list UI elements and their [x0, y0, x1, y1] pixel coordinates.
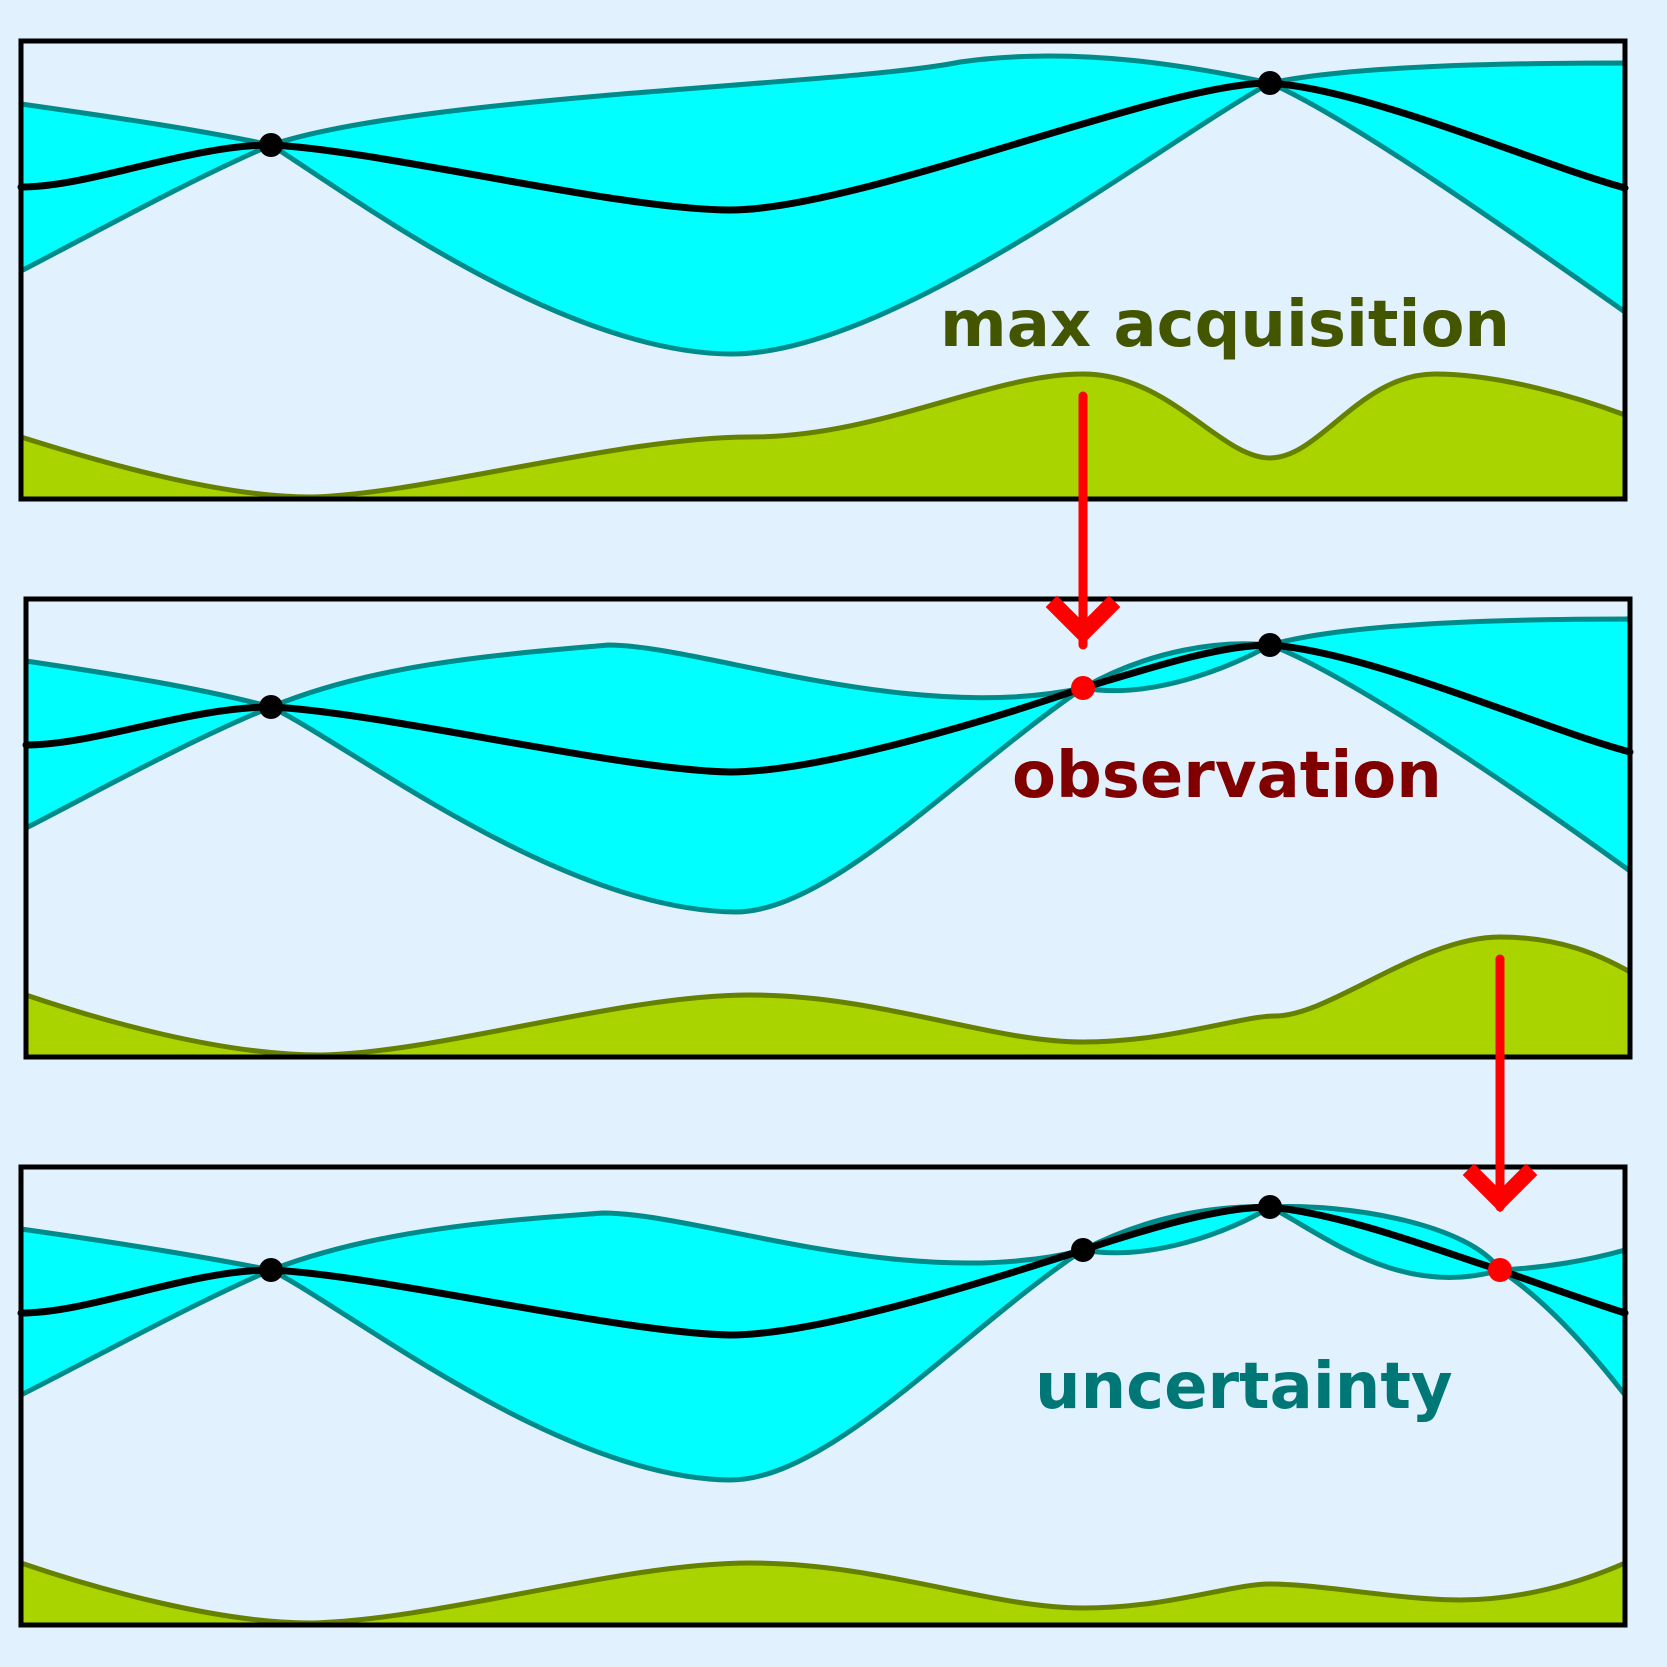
panel-3-confidence-band [18, 1204, 1628, 1483]
panel-1-observation-point [259, 133, 283, 157]
panel-2-observation-point [1258, 633, 1282, 657]
acquisition-label: max acquisition [940, 288, 1510, 362]
panel-3: uncertainty [17, 1164, 1629, 1628]
panel-3-observation-point [1071, 1238, 1095, 1262]
uncertainty-label: uncertainty [1035, 1350, 1453, 1424]
panel-1-observation-point [1258, 71, 1282, 95]
observation-label: observation [1012, 739, 1442, 813]
panel-3-observation-point [1258, 1195, 1282, 1219]
panel-2-confidence-band [23, 616, 1633, 915]
panel-2-frame [23, 596, 1633, 1060]
panel-1-frame [18, 38, 1628, 502]
down-arrow-icon [1462, 954, 1538, 1213]
panel-2-new-observation-point [1071, 676, 1095, 700]
panel-3-observation-point [259, 1258, 283, 1282]
panel-1-confidence-band [18, 53, 1628, 357]
panel-2-observation-point [259, 695, 283, 719]
panel-1: max acquisition [17, 38, 1629, 502]
panel-2: observation [22, 596, 1634, 1060]
panel-3-new-observation-point [1488, 1258, 1512, 1282]
panel-3-frame [18, 1164, 1628, 1628]
down-arrow-icon [1045, 391, 1121, 650]
panel-1-mean-line [17, 79, 1629, 214]
